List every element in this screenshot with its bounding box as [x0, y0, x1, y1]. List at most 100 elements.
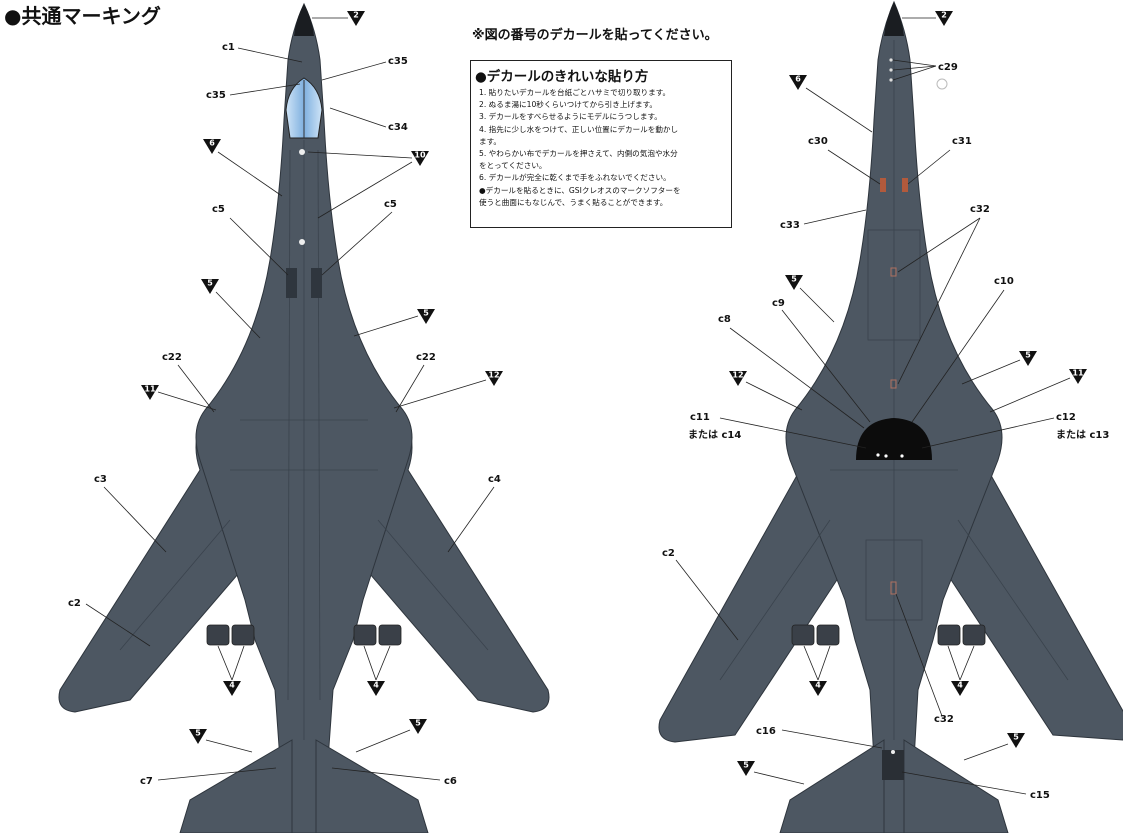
label-c32: c32: [970, 204, 990, 215]
svg-text:5: 5: [207, 279, 213, 288]
label-c35: c35: [388, 56, 408, 67]
leader-line: [719, 417, 867, 449]
svg-text:2: 2: [941, 11, 947, 20]
leader-line: [781, 309, 871, 423]
leader-line: [353, 315, 419, 337]
leader-line: [892, 59, 937, 67]
marker-5: 5: [1007, 733, 1025, 748]
instructions-box: ●デカールのきれいな貼り方 1. 貼りたいデカールを台紙ごとハサミで切り取ります…: [470, 60, 732, 228]
label-c32: c32: [934, 714, 954, 725]
leader-line: [827, 149, 881, 185]
leader-line: [85, 603, 151, 647]
leader-line: [803, 209, 867, 225]
leader-line: [205, 739, 253, 753]
svg-text:4: 4: [957, 681, 963, 690]
leader-line: [157, 767, 277, 781]
leader-line: [963, 743, 1009, 761]
top-tail-right: [315, 739, 429, 833]
marker-4: 4: [951, 681, 969, 696]
svg-text:6: 6: [795, 75, 801, 84]
label-c15: c15: [1030, 790, 1050, 801]
label-c8: c8: [718, 314, 731, 325]
marker-5: 5: [1019, 351, 1037, 366]
label-c35: c35: [206, 90, 226, 101]
leader-line: [753, 771, 805, 785]
marker-2: 2: [935, 11, 953, 26]
instruction-step: 使うと曲面にもなじんで、うまく貼ることができます。: [479, 197, 668, 207]
label-c1: c1: [222, 42, 235, 53]
marker-5: 5: [189, 729, 207, 744]
marker-12: 12: [729, 371, 747, 386]
svg-text:5: 5: [743, 761, 749, 770]
label-c31: c31: [952, 136, 972, 147]
leader-line: [897, 217, 981, 273]
notice-text: ※図の番号のデカールを貼ってください。: [472, 28, 718, 43]
label-c4: c4: [488, 474, 501, 485]
leader-line: [375, 645, 391, 681]
svg-text:4: 4: [373, 681, 379, 690]
svg-text:12: 12: [488, 371, 499, 380]
leader-line: [961, 359, 1021, 385]
label-c2: c2: [662, 548, 675, 559]
svg-text:4: 4: [229, 681, 235, 690]
bottom-black-panel: [856, 418, 932, 460]
leader-line: [237, 47, 303, 63]
marker-11: 11: [141, 385, 159, 400]
leader-line: [947, 645, 961, 681]
leader-line: [781, 729, 883, 749]
label-c30: c30: [808, 136, 828, 147]
leader-line: [321, 61, 387, 81]
instruction-step: をとってください。: [479, 161, 547, 171]
instruction-step: 6. デカールが完全に乾くまで手をふれないでください。: [479, 173, 671, 183]
aircraft-bottom-view: [658, 0, 1123, 833]
label-c2: c2: [68, 598, 81, 609]
leader-line: [805, 87, 873, 133]
leader-line: [989, 377, 1071, 413]
label-c5: c5: [212, 204, 225, 215]
leader-line: [393, 379, 487, 409]
label-c7: c7: [140, 776, 153, 787]
marker-5: 5: [409, 719, 427, 734]
marker-12: 12: [485, 371, 503, 386]
leader-line: [907, 149, 951, 185]
marker-11: 11: [1069, 369, 1087, 384]
leader-line: [817, 645, 831, 681]
leader-line: [217, 645, 233, 681]
marker-5: 5: [417, 309, 435, 324]
svg-text:5: 5: [1025, 351, 1031, 360]
svg-text:11: 11: [1072, 369, 1084, 378]
leader-line: [911, 289, 1005, 423]
leader-line: [745, 381, 803, 411]
svg-text:2: 2: [353, 11, 359, 20]
marker-2: 2: [347, 11, 365, 26]
instructions-steps: 1. 貼りたいデカールを台紙ごとハサミで切り取ります。 2. ぬるま湯に10秒く…: [479, 87, 729, 209]
label-c12: c12: [1056, 412, 1076, 423]
instruction-step: 4. 指先に少し水をつけて、正しい位置にデカールを動かし: [479, 124, 679, 134]
label-c3: c3: [94, 474, 107, 485]
leader-line: [799, 287, 835, 323]
leader-line: [729, 327, 865, 429]
leader-line: [307, 151, 413, 159]
label-c14: または c14: [688, 429, 741, 441]
leader-line: [901, 771, 1027, 795]
instruction-step: ます。: [479, 136, 502, 146]
leader-line: [959, 645, 975, 681]
marker-5: 5: [785, 275, 803, 290]
svg-text:11: 11: [144, 385, 156, 394]
leader-line: [803, 645, 819, 681]
label-c22: c22: [162, 352, 182, 363]
svg-text:5: 5: [415, 719, 421, 728]
leader-line: [892, 65, 937, 81]
marker-4: 4: [367, 681, 385, 696]
label-c16: c16: [756, 726, 776, 737]
leader-line: [355, 729, 411, 753]
label-c13: または c13: [1056, 429, 1109, 441]
instruction-step: 1. 貼りたいデカールを台紙ごとハサミで切り取ります。: [479, 88, 671, 97]
marker-5: 5: [737, 761, 755, 776]
marker-10: 10: [411, 151, 429, 166]
label-c9: c9: [772, 298, 785, 309]
page-title: ●共通マーキング: [4, 4, 161, 28]
marker-5: 5: [201, 279, 219, 294]
leader-line: [675, 559, 739, 641]
svg-text:5: 5: [195, 729, 201, 738]
